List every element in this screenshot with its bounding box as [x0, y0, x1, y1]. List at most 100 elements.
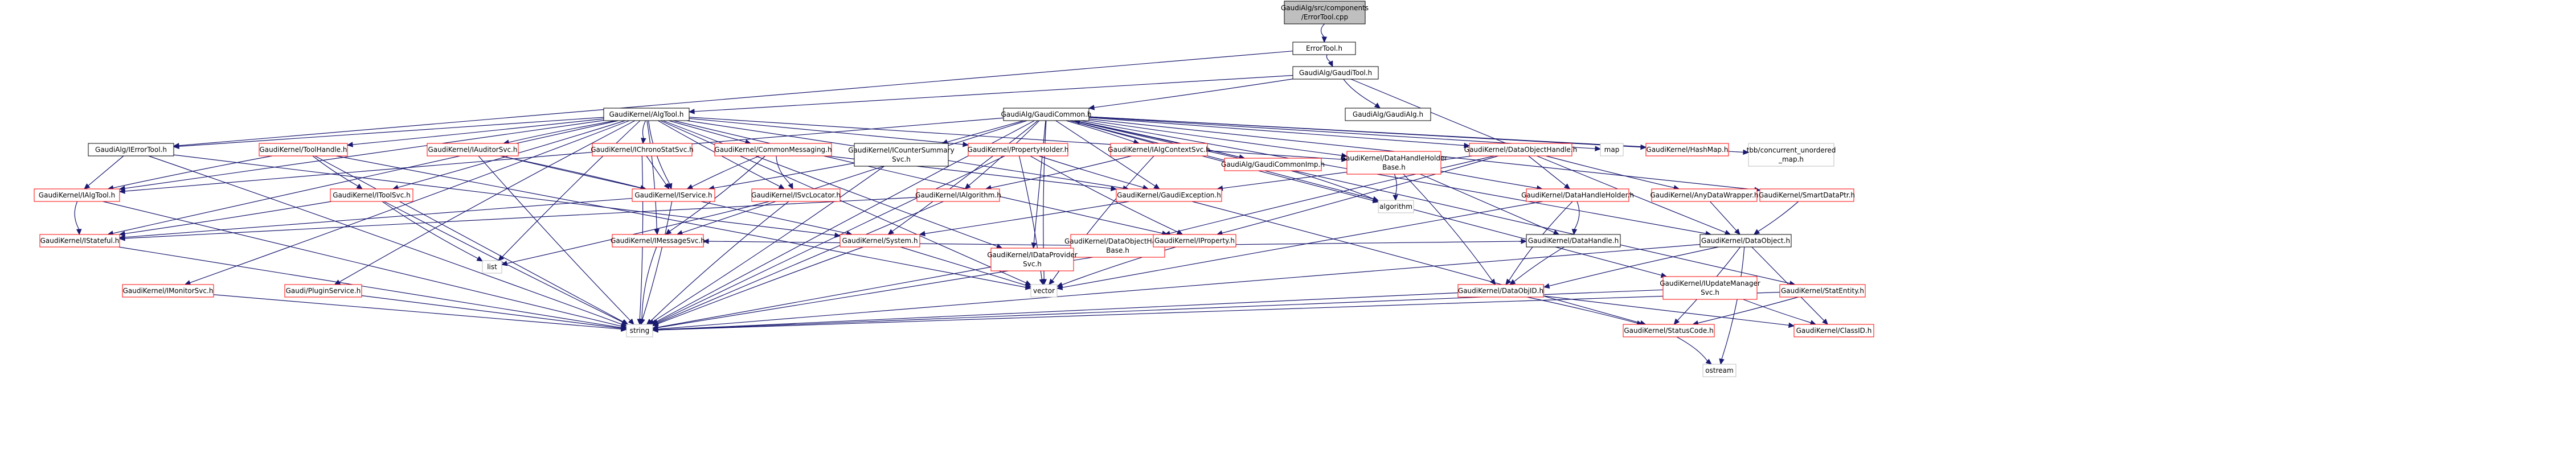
- arrowhead: [1719, 358, 1725, 365]
- node-statentity_h[interactable]: GaudiKernel/StatEntity.h: [1779, 284, 1866, 298]
- node-label: GaudiAlg/GaudiAlg.h: [1353, 110, 1423, 118]
- edge-line: [691, 155, 760, 187]
- node-label: GaudiKernel/ISvcLocator.h: [751, 191, 841, 199]
- node-box: [427, 143, 519, 156]
- node-statuscode_h[interactable]: GaudiKernel/StatusCode.h: [1623, 324, 1715, 337]
- edge-line: [776, 155, 791, 185]
- edge-gaudicommon_h-to-icountersummary_h: [941, 120, 1024, 145]
- edge-line: [178, 117, 604, 147]
- edge-line: [1513, 246, 1565, 282]
- arrowhead: [498, 254, 505, 261]
- node-box: [751, 188, 841, 202]
- node-iproperty_h[interactable]: GaudiKernel/IProperty.h: [1153, 234, 1236, 248]
- node-iservice_h[interactable]: GaudiKernel/IService.h: [632, 188, 715, 202]
- node-anydatawrapper_h[interactable]: GaudiKernel/AnyDataWrapper.h: [1650, 188, 1759, 202]
- node-propertyholder_h[interactable]: GaudiKernel/PropertyHolder.h: [968, 143, 1069, 156]
- node-box: [1748, 143, 1834, 167]
- node-tbb_h: tbb/concurrent_unordered_map.h: [1747, 143, 1836, 167]
- edge-line: [1574, 201, 1580, 230]
- node-label: GaudiKernel/ClassID.h: [1796, 327, 1872, 335]
- node-dataobjecthandle_h[interactable]: GaudiKernel/DataObjectHandle.h: [1464, 143, 1577, 156]
- node-gaudiexception_h[interactable]: GaudiKernel/GaudiException.h: [1116, 188, 1222, 202]
- edge-line: [1343, 79, 1377, 105]
- edge-line: [74, 201, 80, 230]
- node-gaudicommon_h[interactable]: GaudiAlg/GaudiCommon.h: [1001, 108, 1092, 121]
- node-label: GaudiKernel/IProperty.h: [1154, 237, 1235, 245]
- node-box: [1779, 284, 1866, 298]
- node-ichronostatsvc_h[interactable]: GaudiKernel/IChronoStatSvc.h: [591, 143, 694, 156]
- node-system_h[interactable]: GaudiKernel/System.h: [839, 234, 920, 248]
- node-toolhandle_h[interactable]: GaudiKernel/ToolHandle.h: [259, 143, 348, 156]
- arrowhead: [1505, 278, 1512, 285]
- edge-line: [1546, 155, 1674, 188]
- node-smartdataptr_h[interactable]: GaudiKernel/SmartDataPtr.h: [1759, 188, 1855, 202]
- edge-line: [124, 197, 633, 238]
- node-gaudicommonimp_h[interactable]: GaudiAlg/GaudiCommonImp.h: [1221, 158, 1325, 171]
- arrowhead: [1734, 228, 1740, 235]
- edge-datahandle_h-to-dataobjid_h: [1509, 246, 1565, 285]
- node-hashmap_h[interactable]: GaudiKernel/HashMap.h: [1645, 143, 1729, 156]
- node-itoolsvc_h[interactable]: GaudiKernel/IToolSvc.h: [330, 188, 413, 202]
- edge-gaudicommonimp_h-to-algorithm: [1291, 170, 1379, 201]
- arrowhead: [686, 184, 694, 190]
- node-classid_h[interactable]: GaudiKernel/ClassID.h: [1793, 324, 1874, 337]
- edge-line: [382, 201, 478, 259]
- node-box: [1759, 188, 1854, 202]
- arrowhead: [646, 319, 653, 325]
- arrowhead: [1673, 318, 1680, 325]
- edge-line: [657, 155, 1005, 323]
- edge-line: [124, 117, 1004, 192]
- node-imessagesvc_h[interactable]: GaudiKernel/IMessageSvc.h: [611, 234, 705, 248]
- arrowhead: [639, 318, 645, 326]
- edge-line: [1420, 174, 1555, 233]
- edge-line: [1079, 121, 1245, 159]
- node-istateful_h[interactable]: GaudiKernel/IStateful.h: [39, 234, 120, 248]
- node-box: [612, 234, 704, 248]
- node-datahandleholder_h[interactable]: GaudiKernel/DataHandleHolder.h: [1521, 188, 1634, 202]
- node-ialgtool_h[interactable]: GaudiKernel/IAlgTool.h: [34, 188, 120, 202]
- node-box: [330, 188, 413, 202]
- node-algtool_h[interactable]: GaudiKernel/AlgTool.h: [603, 108, 690, 121]
- edge-gaudicommon_h-to-datahandleholderbase_h: [1088, 120, 1348, 158]
- node-ialgcontextsvc_h[interactable]: GaudiKernel/IAlgContextSvc.h: [1108, 143, 1210, 156]
- edge-line: [339, 120, 636, 283]
- node-pluginservice_h[interactable]: Gaudi/PluginService.h: [284, 284, 362, 298]
- edge-algtool_h-to-list: [498, 120, 641, 261]
- node-box: [284, 284, 362, 298]
- edge-algtool_h-to-toolhandle_h: [346, 118, 604, 147]
- node-imonitorsvc_h[interactable]: GaudiKernel/IMonitorSvc.h: [122, 284, 214, 298]
- node-iauditorsvc_h[interactable]: GaudiKernel/IAuditorSvc.h: [427, 143, 519, 156]
- edge-gaudicommon_h-to-idataprovidersvc_h: [1031, 120, 1046, 249]
- arrowhead: [1724, 229, 1731, 235]
- node-ierrortool_h[interactable]: GaudiAlg/IErrorTool.h: [88, 143, 174, 156]
- node-box: [1030, 284, 1058, 298]
- node-datahandle_h[interactable]: GaudiKernel/DataHandle.h: [1526, 234, 1621, 248]
- node-box: [632, 188, 715, 202]
- edge-pluginservice_h-to-string: [361, 295, 628, 331]
- edge-line: [641, 246, 657, 320]
- node-dataobject_h[interactable]: GaudiKernel/DataObject.h: [1699, 234, 1792, 248]
- edge-datahandleholderbase_h-to-dataobjid_h: [1403, 174, 1496, 285]
- edge-anydatawrapper_h-to-dataobject_h: [1710, 201, 1740, 235]
- node-label: GaudiKernel/IChronoStatSvc.h: [591, 146, 694, 154]
- node-gauditool_h[interactable]: GaudiAlg/GaudiTool.h: [1292, 66, 1379, 80]
- node-label: GaudiKernel/IToolSvc.h: [333, 191, 411, 199]
- node-commonmessaging_h[interactable]: GaudiKernel/CommonMessaging.h: [714, 143, 832, 156]
- node-errortool_h[interactable]: ErrorTool.h: [1292, 42, 1356, 55]
- node-ialgorithm_h[interactable]: GaudiKernel/IAlgorithm.h: [915, 188, 1001, 202]
- node-box: [839, 234, 920, 248]
- edge-iauditorsvc_h-to-string: [478, 155, 634, 325]
- node-isvclocator_h[interactable]: GaudiKernel/ISvcLocator.h: [751, 188, 841, 202]
- node-box: [1793, 324, 1874, 337]
- edge-line: [500, 155, 641, 188]
- node-dataobjid_h[interactable]: GaudiKernel/DataObjID.h: [1457, 284, 1544, 298]
- arrowhead: [964, 183, 971, 190]
- edge-line: [924, 201, 1129, 234]
- node-gaudialg_h[interactable]: GaudiAlg/GaudiAlg.h: [1345, 108, 1431, 121]
